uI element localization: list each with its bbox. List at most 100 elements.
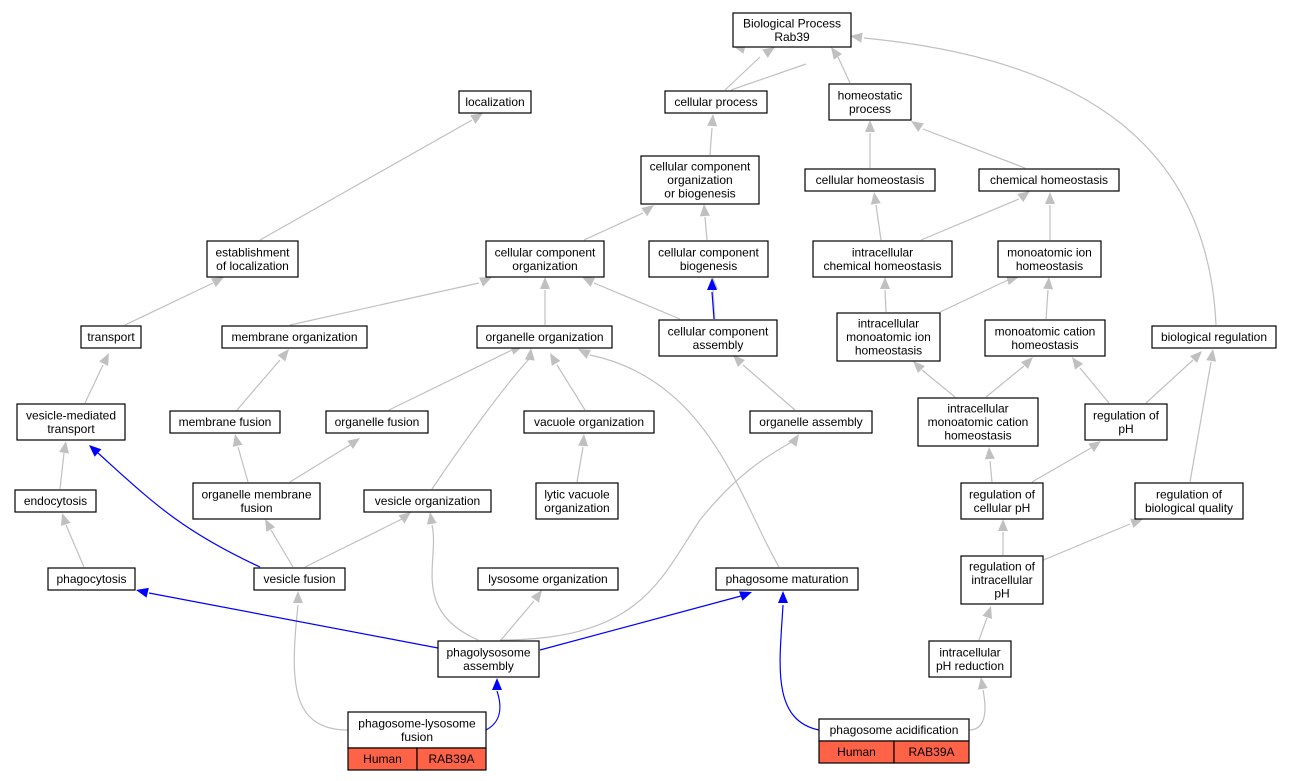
node-box — [804, 168, 936, 192]
node-box — [523, 410, 655, 434]
node-label-line: homeostasis — [1011, 338, 1078, 352]
go-term-node-organelle-fusion[interactable]: organelle fusion — [325, 410, 429, 434]
highlighted-edge — [97, 452, 261, 568]
graph-edge — [989, 460, 993, 483]
arrow-head — [831, 47, 842, 60]
graph-edge — [124, 282, 214, 326]
go-term-node-organelle-assembly[interactable]: organelle assembly — [749, 410, 873, 434]
go-term-node-vesicle-fusion[interactable]: vesicle fusion — [253, 567, 346, 591]
node-box — [476, 325, 613, 349]
node-box — [47, 567, 136, 591]
graph-edge — [270, 529, 294, 568]
go-term-node-vesicle-organization[interactable]: vesicle organization — [363, 489, 492, 513]
node-label-line: cellular component — [658, 245, 759, 259]
go-term-node-lysosome-organization[interactable]: lysosome organization — [477, 567, 619, 591]
node-label-line: intracellular — [852, 245, 913, 259]
gene-cell[interactable] — [893, 740, 970, 764]
go-term-node-endocytosis[interactable]: endocytosis — [14, 489, 97, 513]
graph-edge — [289, 282, 480, 326]
go-term-node-transport[interactable]: transport — [80, 325, 142, 349]
go-term-node-organelle-organization[interactable]: organelle organization — [476, 325, 613, 349]
graph-edge — [293, 604, 349, 731]
go-term-node-phagosome-maturation[interactable]: phagosome maturation — [715, 567, 859, 591]
graph-edge — [589, 354, 780, 568]
node-label-line: transport — [47, 422, 95, 436]
node-label-line: establishment — [215, 245, 290, 259]
species-label: Human — [837, 745, 876, 759]
arrow-head — [911, 121, 924, 132]
gene-cell[interactable] — [416, 747, 487, 771]
node-label-line: or biogenesis — [664, 187, 735, 201]
arrow-head — [788, 434, 799, 447]
arrow-head — [641, 205, 654, 217]
highlighted-edge — [485, 690, 501, 731]
highlighted-edge — [539, 595, 742, 651]
go-term-node-phagocytosis[interactable]: phagocytosis — [47, 567, 136, 591]
go-term-node-membrane-fusion[interactable]: membrane fusion — [169, 410, 281, 434]
node-label-line: chemical homeostasis — [990, 173, 1108, 187]
node-box — [169, 410, 281, 434]
arrow-head — [1072, 357, 1084, 370]
node-label-line: monoatomic cation — [995, 324, 1096, 338]
node-label-line: membrane organization — [231, 330, 357, 344]
node-label-line: phagolysosome — [446, 645, 530, 659]
go-term-node-localization[interactable]: localization — [458, 90, 532, 114]
node-box — [206, 240, 299, 278]
go-term-node-membrane-organization[interactable]: membrane organization — [221, 325, 368, 349]
node-label-line: process — [849, 102, 891, 116]
node-label-line: phagocytosis — [56, 572, 126, 586]
node-label-line: fusion — [240, 501, 272, 515]
node-label-line: pH reduction — [936, 659, 1004, 673]
arrow-head — [550, 353, 561, 366]
node-label-line: homeostasis — [944, 429, 1011, 443]
node-label-line: pH — [1118, 422, 1133, 436]
node-box — [221, 325, 368, 349]
node-label-line: cellular component — [650, 160, 751, 174]
arrow-head — [739, 591, 752, 601]
go-term-node-vacuole-organization[interactable]: vacuole organization — [523, 410, 655, 434]
graph-edge — [922, 128, 1026, 169]
graph-edge — [500, 600, 535, 641]
node-box — [192, 482, 321, 520]
arrow-head — [870, 192, 881, 205]
node-label-line: intracellular — [947, 402, 1008, 416]
go-term-node-chemical-homeostasis[interactable]: chemical homeostasis — [978, 168, 1120, 192]
node-box — [80, 325, 142, 349]
arrow-head — [61, 513, 71, 526]
go-term-node-cellular-homeostasis[interactable]: cellular homeostasis — [804, 168, 936, 192]
node-label-line: cellular process — [674, 95, 757, 109]
node-label-line: vesicle-mediated — [26, 408, 116, 422]
arrow-head — [492, 678, 502, 690]
arrow-head — [277, 349, 289, 362]
node-box — [732, 12, 852, 48]
go-term-node-cellular-process[interactable]: cellular process — [664, 90, 768, 114]
go-term-node-biological-regulation[interactable]: biological regulation — [1151, 325, 1277, 349]
node-label-line: cellular homeostasis — [816, 173, 925, 187]
node-box — [437, 640, 540, 678]
node-box — [253, 567, 346, 591]
highlighted-edge — [711, 291, 715, 320]
